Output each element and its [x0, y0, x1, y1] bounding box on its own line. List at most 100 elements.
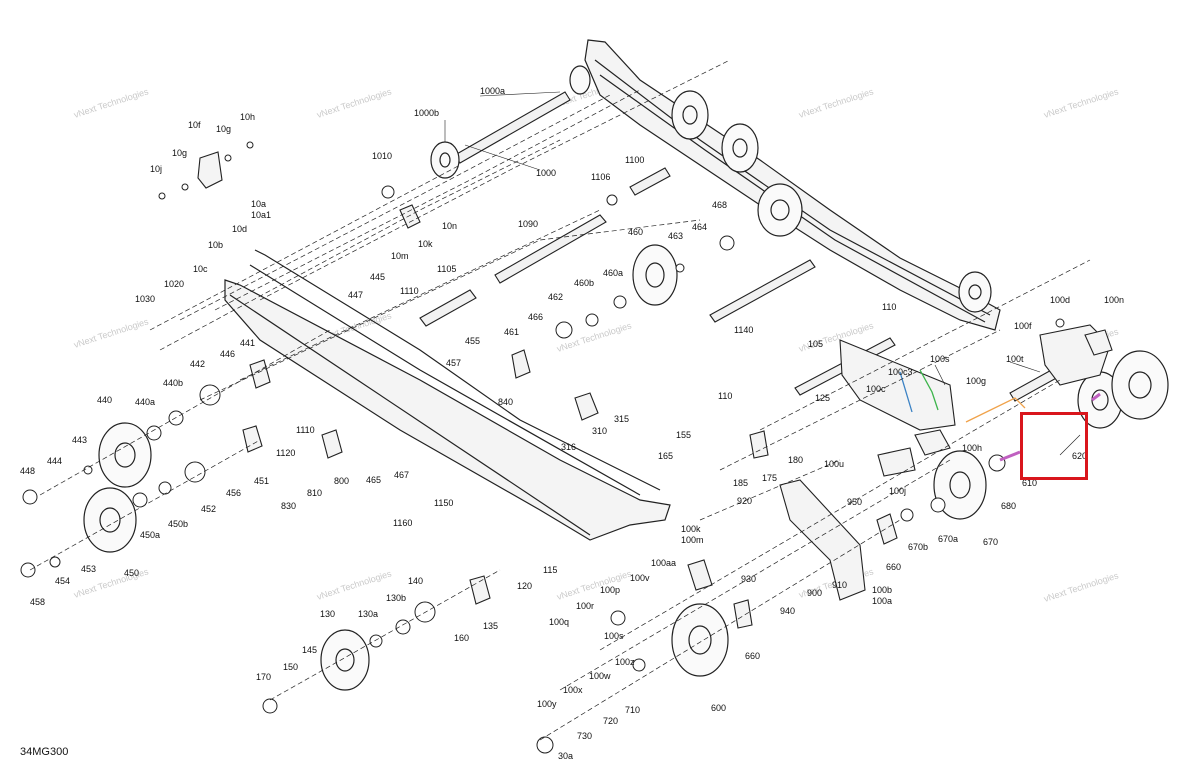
part-label-100j: 100j	[889, 486, 906, 496]
part-label-100c: 100c	[866, 384, 886, 394]
part-label-100v: 100v	[630, 573, 650, 583]
part-label-448: 448	[20, 466, 35, 476]
watermark-text: vNext Technologies	[73, 316, 151, 350]
part-label-468: 468	[712, 200, 727, 210]
part-label-1110-a: 1110	[400, 286, 419, 296]
part-label-1030: 1030	[135, 294, 155, 304]
part-label-100a: 100a	[872, 596, 892, 606]
part-label-1000: 1000	[536, 168, 556, 178]
part-label-464: 464	[692, 222, 707, 232]
part-label-100k: 100k	[681, 524, 701, 534]
part-label-450: 450	[124, 568, 139, 578]
part-label-1160: 1160	[393, 518, 412, 528]
part-label-1140: 1140	[734, 325, 753, 335]
part-label-105: 105	[808, 339, 823, 349]
part-label-135: 135	[483, 621, 498, 631]
part-label-660-bottom: 660	[745, 651, 760, 661]
part-label-1000a: 1000a	[480, 86, 505, 96]
part-label-670: 670	[983, 537, 998, 547]
part-label-620: 620	[1072, 451, 1087, 461]
part-label-10f: 10f	[188, 120, 201, 130]
part-label-447: 447	[348, 290, 363, 300]
part-label-457: 457	[446, 358, 461, 368]
leader-lines	[444, 91, 1081, 456]
part-label-455: 455	[465, 336, 480, 346]
part-label-100s-b: 100s	[604, 631, 624, 641]
part-label-450b: 450b	[168, 519, 188, 529]
part-label-840: 840	[498, 397, 513, 407]
part-label-100aa: 100aa	[651, 558, 676, 568]
part-label-830: 830	[281, 501, 296, 511]
part-label-680: 680	[1001, 501, 1016, 511]
part-label-454: 454	[55, 576, 70, 586]
part-label-10n: 10n	[442, 221, 457, 231]
diagram-code: 34MG300	[20, 746, 69, 758]
part-label-453: 453	[81, 564, 96, 574]
part-label-100q: 100q	[549, 617, 569, 627]
part-label-440a: 440a	[135, 397, 155, 407]
right-rail-wheels	[569, 65, 992, 313]
assembly-lines	[29, 59, 1091, 741]
part-label-670b: 670b	[908, 542, 928, 552]
part-label-442: 442	[190, 359, 205, 369]
part-label-316: 316	[561, 442, 576, 452]
part-label-175: 175	[762, 473, 777, 483]
part-label-180: 180	[788, 455, 803, 465]
part-label-445: 445	[370, 272, 385, 282]
part-label-150: 150	[283, 662, 298, 672]
watermark-text: vNext Technologies	[556, 568, 634, 602]
part-label-940: 940	[780, 606, 795, 616]
part-label-910: 910	[832, 580, 847, 590]
part-label-130a: 130a	[358, 609, 378, 619]
part-label-730: 730	[577, 731, 592, 741]
part-label-446: 446	[220, 349, 235, 359]
part-label-155: 155	[676, 430, 691, 440]
part-label-1020: 1020	[164, 279, 184, 289]
part-label-10m: 10m	[391, 251, 409, 261]
part-label-10g-b: 10g	[172, 148, 187, 158]
part-label-130: 130	[320, 609, 335, 619]
colored-components	[899, 369, 1101, 462]
part-label-10b: 10b	[208, 240, 223, 250]
part-label-115: 115	[543, 565, 557, 575]
part-label-100s: 100s	[930, 354, 950, 364]
part-label-140: 140	[408, 576, 423, 586]
part-label-1150: 1150	[434, 498, 453, 508]
hardware	[20, 141, 1065, 754]
part-label-185: 185	[733, 478, 748, 488]
part-label-610: 610	[1022, 478, 1037, 488]
watermark-text: vNext Technologies	[1043, 86, 1121, 120]
part-label-452: 452	[201, 504, 216, 514]
part-label-466: 466	[528, 312, 543, 322]
part-label-462: 462	[548, 292, 563, 302]
part-label-460: 460	[628, 227, 643, 237]
part-label-100h: 100h	[962, 443, 982, 453]
part-label-458: 458	[30, 597, 45, 607]
part-label-120: 120	[517, 581, 532, 591]
part-label-1110-b: 1110	[296, 425, 315, 435]
part-label-100c3: 100c3	[888, 367, 913, 377]
part-label-660-mid: 660	[886, 562, 901, 572]
part-label-467: 467	[394, 470, 409, 480]
part-label-1010: 1010	[372, 151, 392, 161]
part-label-1090: 1090	[518, 219, 538, 229]
part-label-100b: 100b	[872, 585, 892, 595]
part-label-100x: 100x	[563, 685, 583, 695]
part-label-720: 720	[603, 716, 618, 726]
watermark-text: vNext Technologies	[316, 568, 394, 602]
part-label-10h: 10h	[240, 112, 255, 122]
part-label-456: 456	[226, 488, 241, 498]
part-label-810: 810	[307, 488, 322, 498]
part-label-100z: 100z	[615, 657, 635, 667]
part-label-1120: 1120	[276, 448, 295, 458]
part-label-950: 950	[847, 497, 862, 507]
part-label-10a1: 10a1	[251, 210, 271, 220]
part-label-444: 444	[47, 456, 62, 466]
part-label-461: 461	[504, 327, 519, 337]
part-label-100g: 100g	[966, 376, 986, 386]
part-label-110-mid: 110	[718, 391, 732, 401]
part-label-460b: 460b	[574, 278, 594, 288]
part-label-100n: 100n	[1104, 295, 1124, 305]
part-label-10g-a: 10g	[216, 124, 231, 134]
